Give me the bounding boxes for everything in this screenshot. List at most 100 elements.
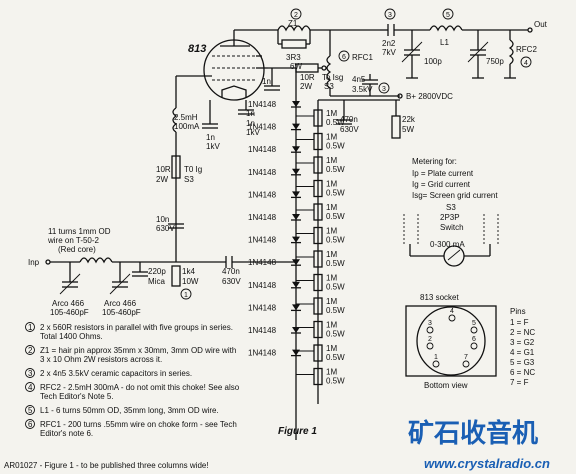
- metering-isg: Isg= Screen grid current: [412, 191, 498, 200]
- z1-coil: [277, 25, 311, 32]
- note-text: RFC1 - 200 turns .55mm wire on choke for…: [40, 420, 237, 429]
- tube-label: 813: [188, 43, 206, 55]
- ladder-resistor-value: 1M: [326, 156, 337, 165]
- out-terminal: [527, 27, 533, 33]
- r10r-b-watt: 2W: [156, 175, 168, 184]
- arco1-line-2: 105-460pF: [50, 308, 89, 317]
- inp-terminal: [45, 259, 51, 265]
- ladder-resistor-value: 1M: [326, 109, 337, 118]
- ladder-diode-label: 1N4148: [248, 168, 277, 177]
- choke-current: 100mA: [174, 122, 200, 131]
- socket-pin: 3: [426, 320, 434, 334]
- rfc2-note-num: 4: [524, 60, 528, 67]
- coil-line-3: (Red core): [58, 245, 96, 254]
- c1n-c-voltage: 1kV: [246, 128, 260, 137]
- inp-label: Inp: [28, 258, 40, 267]
- c1n-b-voltage: 1kV: [206, 142, 220, 151]
- ladder-resistor-watt: 0.5W: [326, 353, 345, 362]
- ladder-resistor-value: 1M: [326, 180, 337, 189]
- component-labels: 2 Z1 3R3 6W 6 RFC1 3 2n2 7kV 5 L1 Out 10…: [28, 8, 548, 317]
- note-text: Tech Editor's Note 5.: [40, 392, 114, 401]
- ladder-diode-label: 1N4148: [248, 303, 277, 312]
- z1-label: Z1: [288, 19, 298, 28]
- rfc1-choke: [326, 55, 332, 89]
- c2n2-voltage: 7kV: [382, 48, 396, 57]
- ladder-resistor: 1M0.5W: [296, 180, 345, 198]
- pin-assignment: 6 = NC: [510, 368, 535, 377]
- socket-pin: 4: [448, 308, 456, 322]
- rfc1-note-num: 6: [342, 54, 346, 61]
- c1n-a-label: 1n: [262, 77, 271, 86]
- ladder-resistor: 1M0.5W: [296, 368, 345, 386]
- note-number: 2: [28, 346, 33, 355]
- s3-b-label: S3: [184, 175, 194, 184]
- note-number: 6: [28, 420, 33, 429]
- ladder-resistor: 1M0.5W: [296, 133, 345, 151]
- ladder-diode: 1N4148: [248, 168, 301, 177]
- note-item: 2 Z1 = hair pin approx 35mm x 30mm, 3mm O…: [25, 345, 236, 364]
- r10r-b-resistor: [171, 155, 181, 179]
- metering-ig: Ig = Grid current: [412, 180, 471, 189]
- to-isg-label: To Isg: [322, 73, 343, 82]
- c2n2-label: 2n2: [382, 39, 396, 48]
- switch-type: 2P3P: [440, 213, 460, 222]
- metering-title: Metering for:: [412, 157, 457, 166]
- c100p-label: 100p: [424, 57, 442, 66]
- ammeter-icon: [443, 245, 465, 267]
- ladder-resistor-watt: 0.5W: [326, 165, 345, 174]
- socket-pin: 6: [470, 336, 478, 350]
- ladder-diode: 1N4148: [248, 100, 301, 109]
- note-text: 2 x 560R resistors in parallel with five…: [40, 323, 233, 332]
- ladder-resistor-value: 1M: [326, 250, 337, 259]
- ladder-diode-label: 1N4148: [248, 213, 277, 222]
- pin-assignment: 7 = F: [510, 378, 529, 387]
- figure-title: Figure 1: [278, 426, 317, 437]
- note-text: Total 1400 Ohms.: [40, 332, 103, 341]
- c1n-d-label: 1n: [246, 109, 255, 118]
- ladder-diode-label: 1N4148: [248, 326, 277, 335]
- c220p-type: Mica: [148, 277, 165, 286]
- pin-assignment: 2 = NC: [510, 328, 535, 337]
- c1n-c-label: 1n: [246, 119, 255, 128]
- ladder-resistor: 1M0.5W: [296, 203, 345, 221]
- ladder-resistor-watt: 0.5W: [326, 259, 345, 268]
- socket-pin: 5: [470, 320, 478, 334]
- ladder-diode-label: 1N4148: [248, 190, 277, 199]
- ladder-resistor-value: 1M: [326, 133, 337, 142]
- pin-assignment: 5 = G3: [510, 358, 535, 367]
- tube-813: 813: [188, 39, 268, 101]
- ladder-resistor-watt: 0.5W: [326, 236, 345, 245]
- c470n-b-voltage: 630V: [222, 277, 241, 286]
- pin-assignment: 3 = G2: [510, 338, 535, 347]
- ladder-diode: 1N4148: [248, 281, 301, 290]
- socket-pin-number: 5: [472, 320, 476, 327]
- c470n-a-label: 470n: [340, 115, 358, 124]
- c220p-label: 220p: [148, 267, 166, 276]
- ladder-resistor-value: 1M: [326, 321, 337, 330]
- l1-coil: [429, 25, 463, 32]
- s3-a-label: S3: [324, 82, 334, 91]
- ladder-diode: 1N4148: [248, 303, 301, 312]
- meter-range: 0-300 mA: [430, 240, 465, 249]
- r3r3-label: 3R3: [286, 53, 301, 62]
- l1-label: L1: [440, 38, 449, 47]
- watermark-cn: 矿石收音机: [408, 418, 538, 448]
- coil-line-1: 11 turns 1mm OD: [48, 227, 111, 236]
- ladder-resistor-value: 1M: [326, 274, 337, 283]
- socket-pin-number: 7: [464, 354, 468, 361]
- ladder-diode-label: 1N4148: [248, 100, 277, 109]
- note-text: Z1 = hair pin approx 35mm x 30mm, 3mm OD…: [40, 346, 236, 355]
- ladder-resistor: 1M0.5W: [296, 109, 345, 127]
- r1k4-label: 1k4: [182, 267, 195, 276]
- ladder-resistor: 1M0.5W: [296, 297, 345, 315]
- socket-circle: [416, 306, 486, 376]
- note-text: Editor's note 6.: [40, 429, 93, 438]
- socket-pin-number: 2: [428, 336, 432, 343]
- ladder-diode: 1N4148: [248, 236, 301, 245]
